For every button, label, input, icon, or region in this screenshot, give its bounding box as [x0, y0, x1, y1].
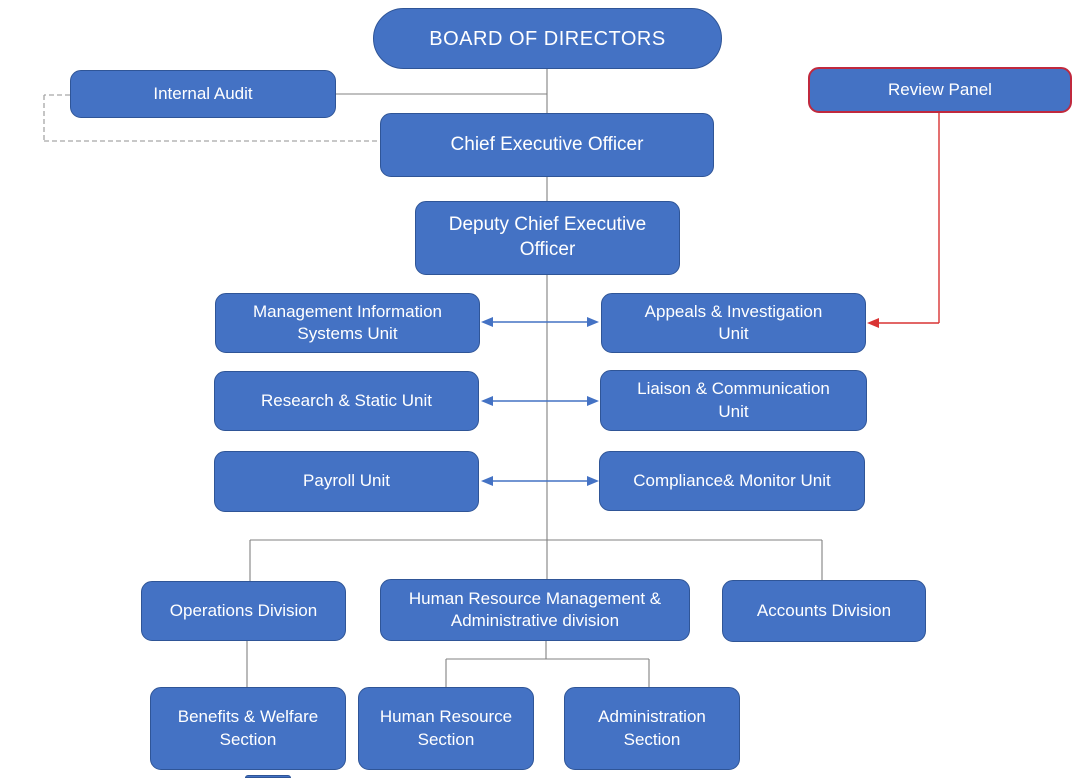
node-appeals-investigation-unit: Appeals & Investigation Unit: [601, 293, 866, 353]
red-arrowhead-appeals: [867, 318, 879, 328]
arrowhead-right-row2: [587, 396, 599, 406]
node-research-static-unit: Research & Static Unit: [214, 371, 479, 431]
node-compliance-monitor-unit: Compliance& Monitor Unit: [599, 451, 865, 511]
node-review-panel: Review Panel: [808, 67, 1072, 113]
node-administration-section: Administration Section: [564, 687, 740, 770]
node-deputy-chief-executive-officer: Deputy Chief Executive Officer: [415, 201, 680, 275]
node-accounts-division: Accounts Division: [722, 580, 926, 642]
node-liaison-unit-label: Liaison & Communication Unit: [637, 379, 830, 421]
node-research-unit-label: Research & Static Unit: [260, 390, 432, 410]
node-operations-division: Operations Division: [141, 581, 346, 641]
node-board-of-directors-label: BOARD OF DIRECTORS: [429, 27, 666, 50]
node-benefits-section-label: Benefits & Welfare Section: [177, 707, 319, 749]
node-internal-audit: Internal Audit: [70, 70, 336, 118]
node-hrm-division-label: Human Resource Management & Administrati…: [408, 588, 662, 630]
arrowhead-right-row1: [587, 317, 599, 327]
node-payroll-unit: Payroll Unit: [214, 451, 479, 512]
arrowhead-left-row3: [481, 476, 493, 486]
arrowhead-left-row2: [481, 396, 493, 406]
node-board-of-directors: BOARD OF DIRECTORS: [373, 8, 722, 69]
node-accounts-division-label: Accounts Division: [756, 600, 892, 620]
node-management-information-systems-unit: Management Information Systems Unit: [215, 293, 480, 353]
node-mis-unit-label: Management Information Systems Unit: [253, 301, 442, 343]
node-liaison-communication-unit: Liaison & Communication Unit: [600, 370, 867, 431]
node-compliance-unit-label: Compliance& Monitor Unit: [633, 470, 831, 490]
arrowhead-left-row1: [481, 317, 493, 327]
node-admin-section-label: Administration Section: [598, 707, 706, 749]
arrowhead-right-row3: [587, 476, 599, 486]
node-hrm-administrative-division: Human Resource Management & Administrati…: [380, 579, 690, 641]
node-benefits-welfare-section: Benefits & Welfare Section: [150, 687, 346, 770]
node-deputy-chief-executive-officer-label: Deputy Chief Executive Officer: [448, 214, 647, 260]
node-review-panel-label: Review Panel: [888, 79, 992, 99]
node-chief-executive-officer: Chief Executive Officer: [380, 113, 714, 177]
node-operations-division-label: Operations Division: [169, 600, 318, 620]
node-hr-section-label: Human Resource Section: [379, 707, 513, 749]
node-chief-executive-officer-label: Chief Executive Officer: [450, 133, 644, 155]
node-appeals-unit-label: Appeals & Investigation Unit: [644, 301, 823, 343]
node-payroll-unit-label: Payroll Unit: [303, 471, 390, 491]
node-internal-audit-label: Internal Audit: [153, 83, 253, 103]
node-human-resource-section: Human Resource Section: [358, 687, 534, 770]
